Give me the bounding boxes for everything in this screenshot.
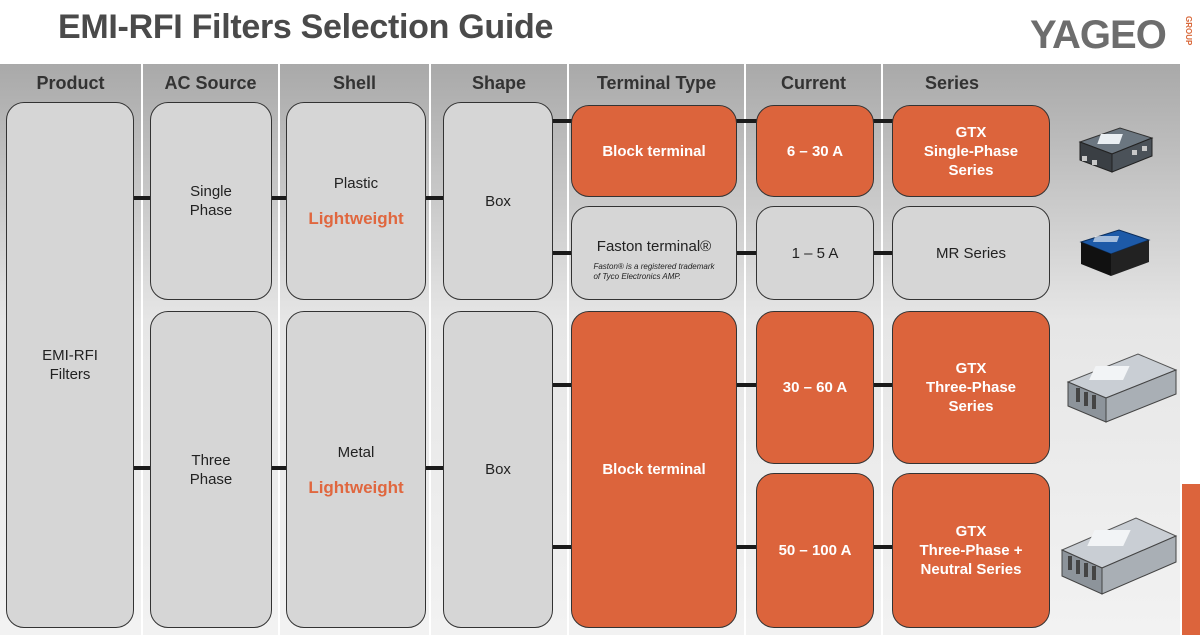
series-mr: MR Series [892, 206, 1050, 300]
header-shape: Shape [471, 72, 527, 93]
connector [132, 196, 152, 200]
ac-three-phase-label: Three Phase [189, 451, 233, 488]
current-30-60: 30 – 60 A [756, 311, 874, 464]
shell-plastic-label: Plastic [333, 175, 379, 192]
connector [734, 383, 758, 387]
connector [734, 545, 758, 549]
series-3-line-2: Three-Phase [925, 379, 1017, 396]
ac-single-phase-label: Single Phase [189, 183, 233, 219]
accent-tab [1182, 484, 1200, 635]
gtx-three-phase-product-image [1066, 353, 1178, 423]
current-50-100: 50 – 100 A [756, 473, 874, 628]
connector [734, 251, 758, 255]
faston-note-line-1: Faston® is a registered trademark [593, 261, 715, 271]
logo-text: YAGEO [1030, 13, 1167, 57]
series-gtx-three-phase-neutral: GTX Three-Phase + Neutral Series [892, 473, 1050, 628]
shell-plastic-note: Lightweight [308, 209, 404, 228]
shape-box-bottom: Box [443, 311, 553, 628]
connector [872, 119, 896, 123]
header-shell: Shell [332, 72, 376, 93]
ac-single-phase-box: Single Phase [150, 102, 272, 300]
shell-metal-note: Lightweight [308, 477, 404, 497]
current-6-30: 6 – 30 A [756, 105, 874, 197]
series-gtx-three-phase: GTX Three-Phase Series [892, 311, 1050, 464]
gtx-three-phase-neutral-product-image [1060, 517, 1178, 595]
connector [551, 251, 573, 255]
connector [872, 251, 896, 255]
series-1-line-3: Series [948, 161, 994, 179]
connector [872, 545, 896, 549]
connector [270, 196, 288, 200]
shell-metal-box: Metal Lightweight [286, 311, 426, 628]
terminal-block-top: Block terminal [571, 105, 737, 197]
series-1-line-2: Single-Phase [923, 142, 1019, 160]
terminal-block-bottom: Block terminal [571, 311, 737, 628]
current-30-60-label: 30 – 60 A [782, 379, 848, 396]
shape-top-label: Box [485, 192, 511, 210]
current-50-100-label: 50 – 100 A [778, 542, 852, 559]
current-1-5: 1 – 5 A [756, 206, 874, 300]
shell-metal-label: Metal [337, 443, 375, 461]
header-ac-source: AC Source [164, 72, 257, 93]
connector [551, 545, 573, 549]
header-current: Current [780, 72, 846, 93]
series-4-line-3: Neutral Series [920, 561, 1022, 578]
series-2-label: MR Series [935, 244, 1006, 262]
connector [551, 119, 573, 123]
product-label: EMI-RFI Filters [42, 347, 98, 383]
shape-box-top: Box [443, 102, 553, 300]
mr-series-product-image [1079, 229, 1151, 276]
header-series: Series [925, 72, 980, 93]
shell-plastic-box: Plastic Lightweight [286, 102, 426, 300]
terminal-faston-label: Faston terminal® [596, 237, 712, 255]
connector [872, 383, 896, 387]
series-gtx-single-phase: GTX Single-Phase Series [892, 105, 1050, 197]
logo-group-text: GROUP [1184, 16, 1193, 46]
current-1-5-label: 1 – 5 A [791, 244, 839, 262]
header-product: Product [36, 72, 105, 93]
gtx-single-phase-product-image [1078, 127, 1154, 173]
header-terminal-type: Terminal Type [596, 72, 717, 93]
terminal-faston: Faston terminal® Faston® is a registered… [571, 206, 737, 300]
connector [132, 466, 152, 470]
connector [551, 383, 573, 387]
series-3-line-1: GTX [955, 360, 987, 377]
page-title: EMI-RFI Filters Selection Guide [58, 8, 554, 46]
series-1-line-1: GTX [955, 123, 987, 141]
terminal-block-bottom-label: Block terminal [602, 461, 706, 478]
faston-note-line-2: of Tyco Electronics AMP. [593, 271, 681, 281]
current-6-30-label: 6 – 30 A [786, 142, 844, 160]
ac-three-phase-box: Three Phase [150, 311, 272, 628]
connector [425, 196, 445, 200]
series-4-line-2: Three-Phase + [919, 542, 1023, 559]
product-box: EMI-RFI Filters [6, 102, 134, 628]
series-3-line-3: Series [948, 398, 994, 415]
faston-trademark-note: Faston® is a registered trademark of Tyc… [593, 262, 714, 282]
connector [734, 119, 758, 123]
connector [270, 466, 288, 470]
series-4-line-1: GTX [955, 523, 987, 540]
connector [425, 466, 445, 470]
shape-bottom-label: Box [485, 461, 511, 478]
terminal-block-top-label: Block terminal [602, 142, 706, 160]
